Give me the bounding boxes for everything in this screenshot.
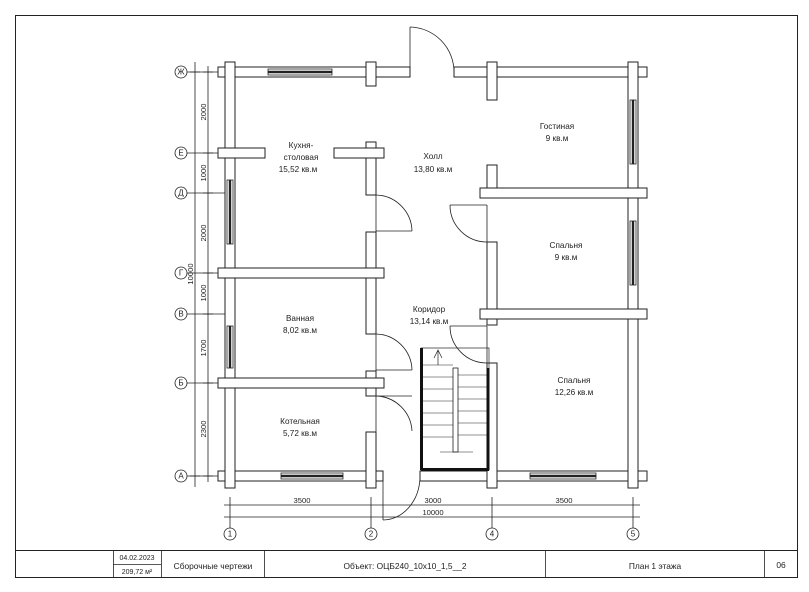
room-boiler-name: Котельная	[280, 417, 320, 426]
svg-text:В: В	[178, 310, 183, 319]
room-hall-area: 13,80 кв.м	[414, 165, 453, 174]
svg-text:Б: Б	[178, 379, 183, 388]
staircase	[420, 347, 490, 471]
svg-text:Е: Е	[178, 149, 183, 158]
window-bottom-left	[280, 472, 344, 480]
room-hall-name: Холл	[423, 152, 443, 161]
tb-date: 04.02.2023	[119, 555, 154, 562]
svg-text:Д: Д	[178, 189, 184, 198]
svg-text:2: 2	[369, 530, 374, 539]
door-kitchen	[375, 194, 413, 232]
axis-marker-a: А	[174, 469, 188, 483]
room-kitchen-name-1: Кухня-	[289, 141, 314, 150]
room-bedroom-1-area: 9 кв.м	[555, 253, 578, 262]
door-entrance	[409, 26, 455, 73]
room-bedroom-2-area: 12,26 кв.м	[555, 388, 594, 397]
room-kitchen-area: 15,52 кв.м	[279, 165, 318, 174]
window-right-middle	[629, 220, 637, 286]
sheet-frame	[15, 15, 798, 578]
dim-bottom-total: 10000	[422, 508, 443, 517]
room-living-name: Гостиная	[540, 122, 574, 131]
dim-bottom-1: 3500	[294, 496, 311, 505]
axis-marker-4: 4	[485, 527, 499, 541]
room-boiler-area: 5,72 кв.м	[283, 429, 317, 438]
axis-marker-1: 1	[223, 527, 237, 541]
axis-marker-d: Д	[174, 186, 188, 200]
dimension-labels: 2000 1000 2000 1000 1700 2300 10000 3500…	[186, 104, 572, 517]
dim-left-6: 2300	[199, 421, 208, 438]
svg-text:4: 4	[490, 530, 495, 539]
dimension-lines	[190, 62, 640, 528]
room-bedroom-1-name: Спальня	[550, 241, 583, 250]
dim-bottom-2: 3000	[425, 496, 442, 505]
door-bathroom	[375, 333, 413, 371]
axis-marker-g: Г	[174, 266, 188, 280]
room-corridor-area: 13,14 кв.м	[410, 317, 449, 326]
col-axes: 1 2 4 5	[223, 527, 640, 541]
windows	[226, 68, 637, 480]
door-bedroom-2	[449, 325, 488, 364]
door-boiler	[375, 395, 413, 432]
dim-bottom-3: 3500	[556, 496, 573, 505]
room-bedroom-2-name: Спальня	[558, 376, 591, 385]
window-left-upper	[226, 179, 234, 245]
axis-marker-v: В	[174, 307, 188, 321]
svg-text:1: 1	[228, 530, 233, 539]
dim-left-total: 10000	[186, 263, 195, 284]
room-living-area: 9 кв.м	[546, 134, 569, 143]
dim-left-4: 1000	[199, 285, 208, 302]
tb-area: 209,72 м²	[122, 569, 153, 576]
window-top	[267, 68, 333, 76]
doors	[375, 26, 488, 521]
svg-text:А: А	[178, 472, 184, 481]
title-block: 04.02.2023 209,72 м² Сборочные чертежи О…	[15, 550, 797, 578]
door-exit-bottom	[382, 475, 421, 521]
tb-object: Объект: ОЦБ240_10х10_1,5__2	[343, 561, 466, 571]
room-kitchen-name-2: столовая	[284, 153, 319, 162]
axis-marker-zh: Ж	[174, 65, 188, 79]
room-labels: Кухня- столовая 15,52 кв.м Холл 13,80 кв…	[279, 122, 594, 438]
axis-leaders	[187, 71, 226, 477]
window-bottom-right	[529, 472, 597, 480]
axis-marker-e: Е	[174, 146, 188, 160]
tb-sheet-number: 06	[776, 560, 786, 570]
tb-sheet-title: План 1 этажа	[629, 561, 682, 571]
dim-left-3: 2000	[199, 225, 208, 242]
dim-left-1: 2000	[199, 104, 208, 121]
dim-left-5: 1700	[199, 340, 208, 357]
axis-marker-2: 2	[364, 527, 378, 541]
window-left-lower	[226, 325, 234, 369]
svg-text:Ж: Ж	[177, 68, 185, 77]
svg-text:5: 5	[631, 530, 636, 539]
window-right-upper	[629, 99, 637, 165]
axis-marker-b: Б	[174, 376, 188, 390]
row-axes: Ж Е Д Г В Б А	[174, 65, 188, 483]
tb-section: Сборочные чертежи	[174, 561, 253, 571]
room-corridor-name: Коридор	[413, 305, 446, 314]
dim-left-2: 1000	[199, 165, 208, 182]
room-bathroom-name: Ванная	[286, 314, 314, 323]
svg-text:Г: Г	[179, 269, 184, 278]
door-bedroom-1	[449, 204, 488, 243]
room-bathroom-area: 8,02 кв.м	[283, 326, 317, 335]
axis-marker-5: 5	[626, 527, 640, 541]
